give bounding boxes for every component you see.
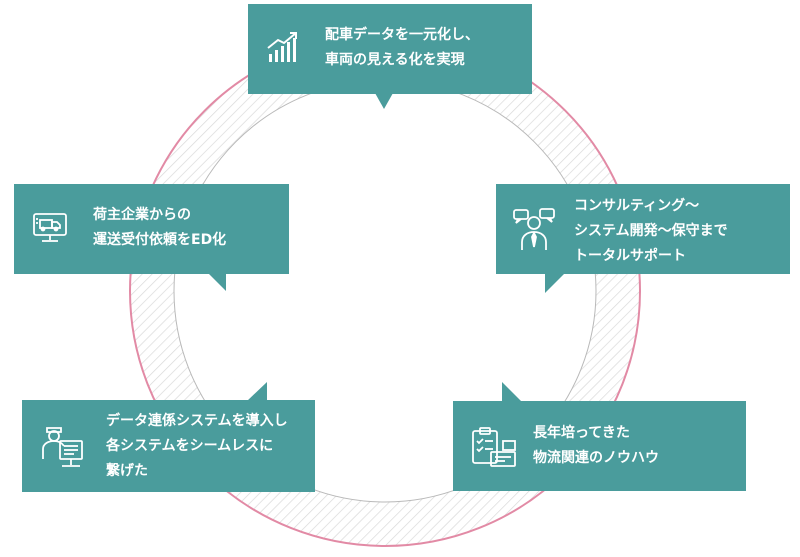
card-line: 車両の見える化を実現	[325, 52, 465, 68]
card-line: コンサルティング～	[574, 198, 700, 214]
card-total-support: コンサルティング～ システム開発～保守まで トータルサポート	[496, 184, 790, 274]
card-pointer	[247, 382, 267, 401]
card-line: データ連係システムを導入し	[106, 413, 288, 429]
card-line: 運送受付依頼をED化	[93, 232, 227, 248]
card-line: 繋げた	[106, 463, 148, 479]
card-line: 各システムをシームレスに	[106, 438, 274, 454]
monitor-truck-icon	[32, 211, 68, 249]
operator-terminal-icon	[40, 419, 84, 475]
card-line: 物流関連のノウハウ	[533, 450, 659, 466]
card-logistics-knowhow: 長年培ってきた 物流関連のノウハウ	[453, 401, 746, 491]
card-pointer	[545, 273, 565, 293]
card-edi-orders: 荷主企業からの 運送受付依頼をED化	[14, 184, 289, 274]
clipboard-documents-icon	[471, 426, 517, 472]
growth-chart-icon	[266, 30, 300, 68]
card-pointer	[208, 273, 226, 291]
card-line: 配車データを一元化し、	[325, 27, 479, 43]
card-line: トータルサポート	[574, 248, 686, 264]
card-pointer	[375, 93, 393, 109]
consultant-icon	[512, 206, 556, 256]
card-centralize-dispatch: 配車データを一元化し、 車両の見える化を実現	[248, 4, 532, 94]
card-pointer	[502, 382, 522, 402]
card-line: システム開発～保守まで	[574, 223, 728, 239]
card-data-integration: データ連係システムを導入し 各システムをシームレスに 繋げた	[22, 400, 315, 492]
card-line: 長年培ってきた	[533, 425, 630, 441]
card-line: 荷主企業からの	[93, 207, 191, 223]
